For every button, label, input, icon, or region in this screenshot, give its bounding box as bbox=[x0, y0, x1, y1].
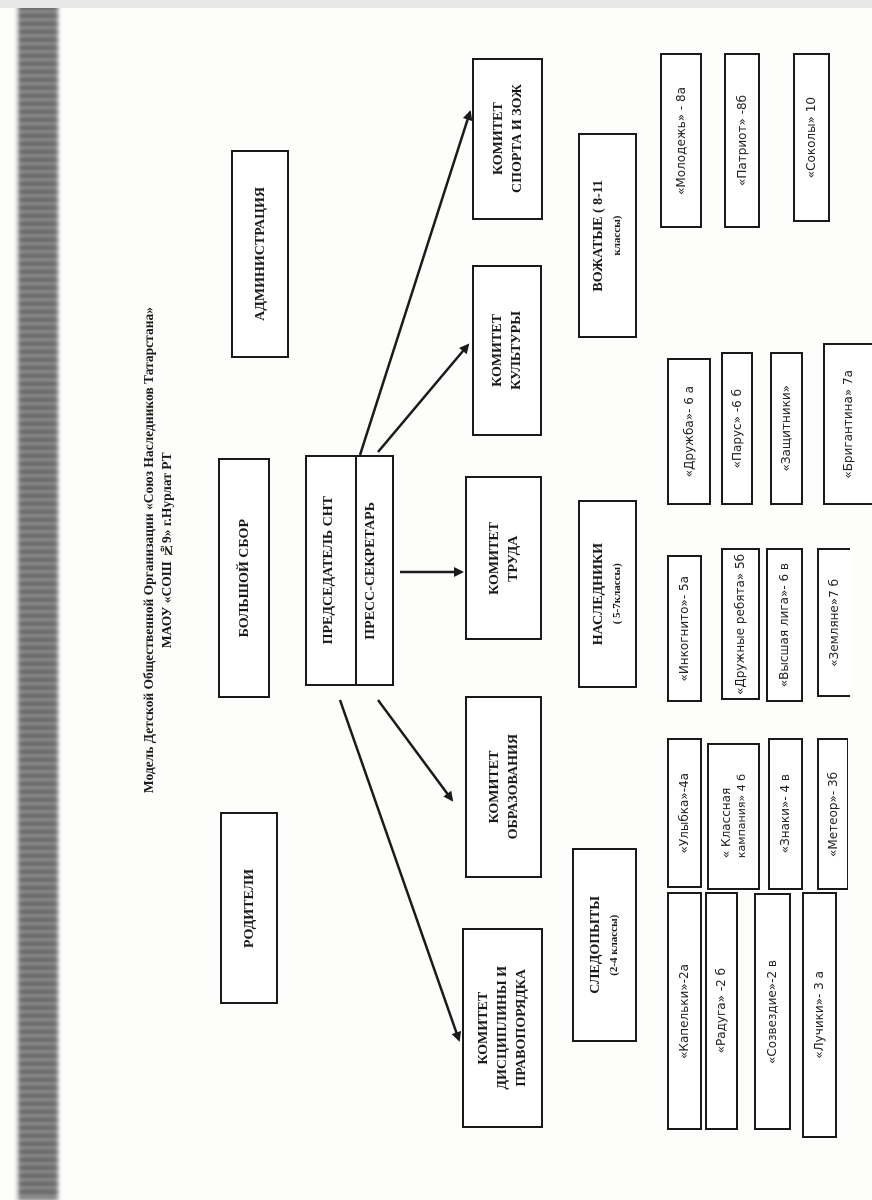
chairman-box: ПРЕДСЕДАТЕЛЬ СНТ ПРЕСС-СЕКРЕТАРЬ bbox=[305, 455, 394, 686]
team-box: «Молодежь» - 8а bbox=[660, 53, 702, 228]
team-label: «Улыбка»-4а bbox=[677, 772, 691, 854]
team-label: «Защитники» bbox=[779, 385, 793, 472]
parents-label: РОДИТЕЛИ bbox=[241, 868, 257, 948]
administration-box: АДМИНИСТРАЦИЯ bbox=[231, 150, 289, 358]
team-box: «Высшая лига»- 6 в bbox=[766, 548, 803, 702]
press-secretary-label: ПРЕСС-СЕКРЕТАРЬ bbox=[363, 501, 379, 640]
team-box: «Дружба»- 6 а bbox=[667, 358, 711, 505]
arrow-to-culture bbox=[377, 343, 470, 453]
team-label: «Метеор»- 3б bbox=[825, 771, 840, 857]
team-box: «Патриот» -8б bbox=[724, 53, 760, 228]
scan-edge-artifact bbox=[18, 0, 58, 1200]
committee-label: ОБРАЗОВАНИЯ bbox=[505, 734, 521, 840]
group-sub: (2-4 классы) bbox=[607, 914, 620, 976]
team-label: кампания» 4 б bbox=[734, 774, 748, 859]
team-label: «Созвездие»-2 в bbox=[765, 959, 779, 1064]
committee-label: ПРАВОПОРЯДКА bbox=[514, 969, 529, 1087]
team-label: «Патриот» -8б bbox=[734, 95, 749, 186]
big-assembly-box: БОЛЬШОЙ СБОР bbox=[218, 458, 270, 698]
committee-label: КОМИТЕТ bbox=[490, 314, 505, 387]
arrow-to-education bbox=[376, 699, 454, 802]
parents-box: РОДИТЕЛИ bbox=[220, 812, 278, 1004]
team-box: «Знаки»- 4 в bbox=[768, 738, 803, 890]
committee-label: КУЛЬТУРЫ bbox=[509, 311, 524, 390]
group-heirs-box: НАСЛЕДНИКИ ( 5-7классы) bbox=[578, 500, 637, 688]
group-name: СЛЕДОПЫТЫ bbox=[587, 896, 603, 994]
committee-label: КОМИТЕТ bbox=[486, 521, 502, 595]
group-sub: ( 5-7классы) bbox=[610, 563, 623, 625]
scan-top-edge bbox=[0, 0, 872, 8]
team-box: «Улыбка»-4а bbox=[667, 738, 702, 888]
team-label: «Лучики»- 3 а bbox=[812, 971, 826, 1059]
chairman-label: ПРЕДСЕДАТЕЛЬ СНТ bbox=[320, 496, 336, 645]
team-box: «Земляне»7 б bbox=[817, 548, 850, 697]
group-trackers-box: СЛЕДОПЫТЫ (2-4 классы) bbox=[572, 848, 637, 1042]
team-label: «Радуга» -2 б bbox=[714, 968, 728, 1054]
group-sub: классы) bbox=[610, 215, 623, 256]
team-label: «Парус» -6 б bbox=[729, 388, 744, 469]
administration-label: АДМИНИСТРАЦИЯ bbox=[252, 187, 268, 321]
team-box: «Созвездие»-2 в bbox=[754, 893, 791, 1130]
team-box: «Парус» -6 б bbox=[721, 352, 753, 505]
team-box: «Капельки»-2а bbox=[667, 892, 702, 1130]
team-label: «Бригантина» 7а bbox=[841, 369, 855, 479]
team-label: «Высшая лига»- 6 в bbox=[777, 562, 791, 688]
team-box: «Защитники» bbox=[770, 352, 803, 505]
committee-label: ТРУДА bbox=[505, 534, 521, 582]
team-label: « Классная bbox=[718, 788, 733, 859]
team-box: «Дружные ребята» 5б bbox=[721, 548, 760, 700]
team-label: «Дружные ребята» 5б bbox=[733, 553, 747, 695]
committee-discipline-box: КОМИТЕТ ДИСЦИПЛИНЫ И ПРАВОПОРЯДКА bbox=[462, 928, 543, 1128]
team-box: «Бригантина» 7а bbox=[823, 343, 872, 505]
team-label: «Соколы» 10 bbox=[804, 96, 818, 179]
team-label: «Знаки»- 4 в bbox=[778, 774, 792, 854]
group-leaders-box: ВОЖАТЫЕ ( 8-11 классы) bbox=[578, 133, 637, 338]
group-name: ВОЖАТЫЕ ( 8-11 bbox=[590, 179, 606, 292]
team-box: «Соколы» 10 bbox=[793, 53, 830, 222]
committee-label: КОМИТЕТ bbox=[490, 102, 506, 176]
chairman-divider bbox=[355, 455, 357, 686]
team-box: «Метеор»- 3б bbox=[817, 738, 848, 890]
team-label: «Земляне»7 б bbox=[827, 578, 841, 667]
team-label: «Инкогнито»- 5а bbox=[677, 575, 691, 682]
team-label: «Капельки»-2а bbox=[677, 963, 691, 1059]
committee-label: СПОРТА И ЗОЖ bbox=[509, 84, 525, 194]
team-label: «Дружба»- 6 а bbox=[681, 385, 696, 478]
arrow-to-sport bbox=[358, 110, 473, 456]
team-label: «Молодежь» - 8а bbox=[673, 86, 688, 195]
big-assembly-label: БОЛЬШОЙ СБОР bbox=[236, 518, 252, 638]
committee-label: КОМИТЕТ bbox=[476, 991, 491, 1065]
committee-label: КОМИТЕТ bbox=[486, 750, 502, 824]
team-box: «Радуга» -2 б bbox=[705, 892, 738, 1130]
team-box: «Лучики»- 3 а bbox=[802, 892, 837, 1138]
team-box: «Инкогнито»- 5а bbox=[667, 555, 702, 702]
arrow-to-discipline bbox=[338, 699, 462, 1042]
committee-label: ДИСЦИПЛИНЫ И bbox=[495, 966, 510, 1090]
group-name: НАСЛЕДНИКИ bbox=[590, 542, 606, 646]
committee-culture-box: КОМИТЕТ КУЛЬТУРЫ bbox=[472, 265, 542, 436]
